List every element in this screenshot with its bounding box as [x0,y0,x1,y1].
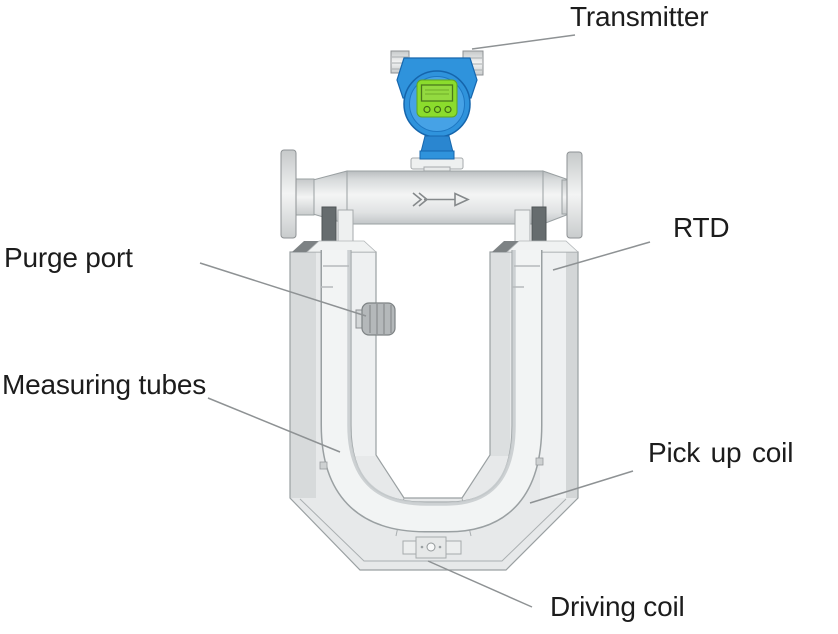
transmitter-stem [420,135,454,153]
tube-collar-marks [321,265,540,288]
leader-line-driving-coil [427,560,533,608]
label-transmitter: Transmitter [570,1,709,32]
case-top-cap-right [505,240,580,253]
tube-inner-shading [347,250,516,506]
leader-line-rtd [552,241,651,271]
hub-left [294,178,315,216]
flange-right [566,151,583,239]
leader-line-measuring-tubes [207,397,341,453]
manifold-connectors [321,206,547,247]
case-top-cap-right-dark [492,241,519,252]
flange-left [280,149,297,239]
driving-coil-bracket [402,536,462,559]
label-measuring-tubes: Measuring tubes [2,369,207,400]
leader-line-transmitter [471,34,576,50]
purge-port-knob [355,302,396,336]
label-pick-up-coil: Pick up coil [648,437,794,468]
lcd-screen [420,84,454,102]
mounting-bracket-right [531,206,547,246]
measuring-tube-u [319,250,544,533]
transmitter-buttons [423,105,452,114]
leader-line-purge-port [199,262,367,317]
flow-direction-arrow-icon [412,192,470,207]
transmitter-stem-base [419,150,455,160]
label-driving-coil: Driving coil [550,591,685,622]
case-top-cap-left [305,240,378,253]
flow-body [346,170,544,225]
flow-body-assembly [280,149,583,239]
case-top-cap-left-dark [292,241,319,252]
label-rtd: RTD [673,212,730,243]
tube-sensor-nub-left [319,461,328,470]
label-purge-port: Purge port [4,242,133,273]
tube-sensor-nub-right [535,457,544,466]
mounting-bracket-left [321,206,337,246]
transmitter-illustration [390,50,484,160]
leader-line-pick-up-coil [529,470,634,504]
